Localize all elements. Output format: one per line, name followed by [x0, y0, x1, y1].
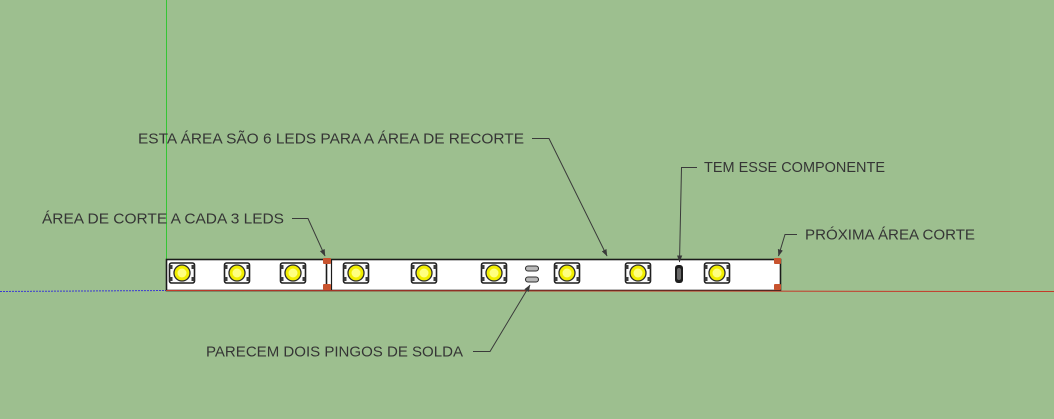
led-solder-tab: [343, 265, 347, 269]
led-lens-center: [232, 268, 242, 278]
strip-body: [165, 258, 782, 292]
solder-drops: [524, 265, 540, 283]
led-solder-tab: [224, 277, 228, 281]
led-lens-center: [351, 268, 361, 278]
annotation-component[interactable]: TEM ESSE COMPONENTE: [677, 159, 886, 263]
led-solder-tab: [576, 277, 580, 281]
led-solder-tab: [554, 265, 558, 269]
leader-line: [532, 138, 608, 257]
led: [342, 262, 370, 284]
led-solder-tab: [302, 265, 306, 269]
leader-line: [292, 218, 326, 257]
led-solder-tab: [246, 277, 250, 281]
led-solder-tab: [481, 277, 485, 281]
led-solder-tab: [433, 277, 437, 281]
led-solder-tab: [647, 265, 651, 269]
led-strip[interactable]: [165, 258, 782, 292]
led-solder-tab: [280, 265, 284, 269]
led-solder-tab: [169, 277, 173, 281]
led: [624, 262, 652, 284]
solder-drop: [524, 276, 540, 283]
led-solder-tab: [433, 265, 437, 269]
led: [553, 262, 581, 284]
led-solder-tab: [726, 265, 730, 269]
leader-line: [777, 234, 797, 257]
led-solder-tab: [169, 265, 173, 269]
led-lens-center: [712, 268, 722, 278]
led: [168, 262, 196, 284]
led-lens-center: [489, 268, 499, 278]
cut-mark: [774, 258, 781, 264]
led-lens-center: [633, 268, 643, 278]
axes: [0, 0, 167, 292]
led-row: [168, 262, 731, 284]
cut-mark: [774, 284, 781, 290]
led-solder-tab: [365, 265, 369, 269]
smd-component: [675, 265, 683, 283]
led-solder-tab: [503, 277, 507, 281]
led-solder-tab: [411, 277, 415, 281]
cut-mark: [323, 284, 331, 290]
led-solder-tab: [246, 265, 250, 269]
led-lens-center: [177, 268, 187, 278]
led-solder-tab: [411, 265, 415, 269]
annotation-text[interactable]: PARECEM DOIS PINGOS DE SOLDA: [206, 344, 463, 361]
cut-mark: [323, 258, 331, 264]
led-lens-center: [419, 268, 429, 278]
led-solder-tab: [481, 265, 485, 269]
led-solder-tab: [191, 265, 195, 269]
led-solder-tab: [302, 277, 306, 281]
led-lens-center: [562, 268, 572, 278]
component-center: [677, 268, 681, 280]
led: [223, 262, 251, 284]
solder-drop: [524, 265, 540, 272]
led-solder-tab: [191, 277, 195, 281]
annotation-text[interactable]: ÁREA DE CORTE A CADA 3 LEDS: [42, 211, 284, 228]
led-solder-tab: [224, 265, 228, 269]
led-lens-center: [288, 268, 298, 278]
led-solder-tab: [625, 277, 629, 281]
leader-line: [677, 167, 697, 263]
led-solder-tab: [726, 277, 730, 281]
red-axis: [165, 290, 1054, 292]
annotation-text[interactable]: TEM ESSE COMPONENTE: [704, 159, 885, 176]
led: [480, 262, 508, 284]
led: [410, 262, 438, 284]
led-solder-tab: [625, 265, 629, 269]
annotation-cut-every-3[interactable]: ÁREA DE CORTE A CADA 3 LEDS: [42, 211, 326, 257]
led-solder-tab: [554, 277, 558, 281]
led-solder-tab: [365, 277, 369, 281]
leader-line: [473, 284, 531, 352]
blue-axis: [0, 290, 167, 292]
led-solder-tab: [576, 265, 580, 269]
led: [703, 262, 731, 284]
led: [279, 262, 307, 284]
led-solder-tab: [280, 277, 284, 281]
annotation-text[interactable]: PRÓXIMA ÁREA CORTE: [805, 227, 975, 244]
annotation-text[interactable]: ESTA ÁREA SÃO 6 LEDS PARA A ÁREA DE RECO…: [138, 131, 524, 148]
led-solder-tab: [704, 277, 708, 281]
led-solder-tab: [343, 277, 347, 281]
annotation-solder[interactable]: PARECEM DOIS PINGOS DE SOLDA: [206, 284, 531, 361]
annotation-next-cut[interactable]: PRÓXIMA ÁREA CORTE: [777, 227, 976, 257]
led-solder-tab: [704, 265, 708, 269]
led-solder-tab: [647, 277, 651, 281]
annotation-six-leds[interactable]: ESTA ÁREA SÃO 6 LEDS PARA A ÁREA DE RECO…: [138, 131, 608, 257]
led-solder-tab: [503, 265, 507, 269]
